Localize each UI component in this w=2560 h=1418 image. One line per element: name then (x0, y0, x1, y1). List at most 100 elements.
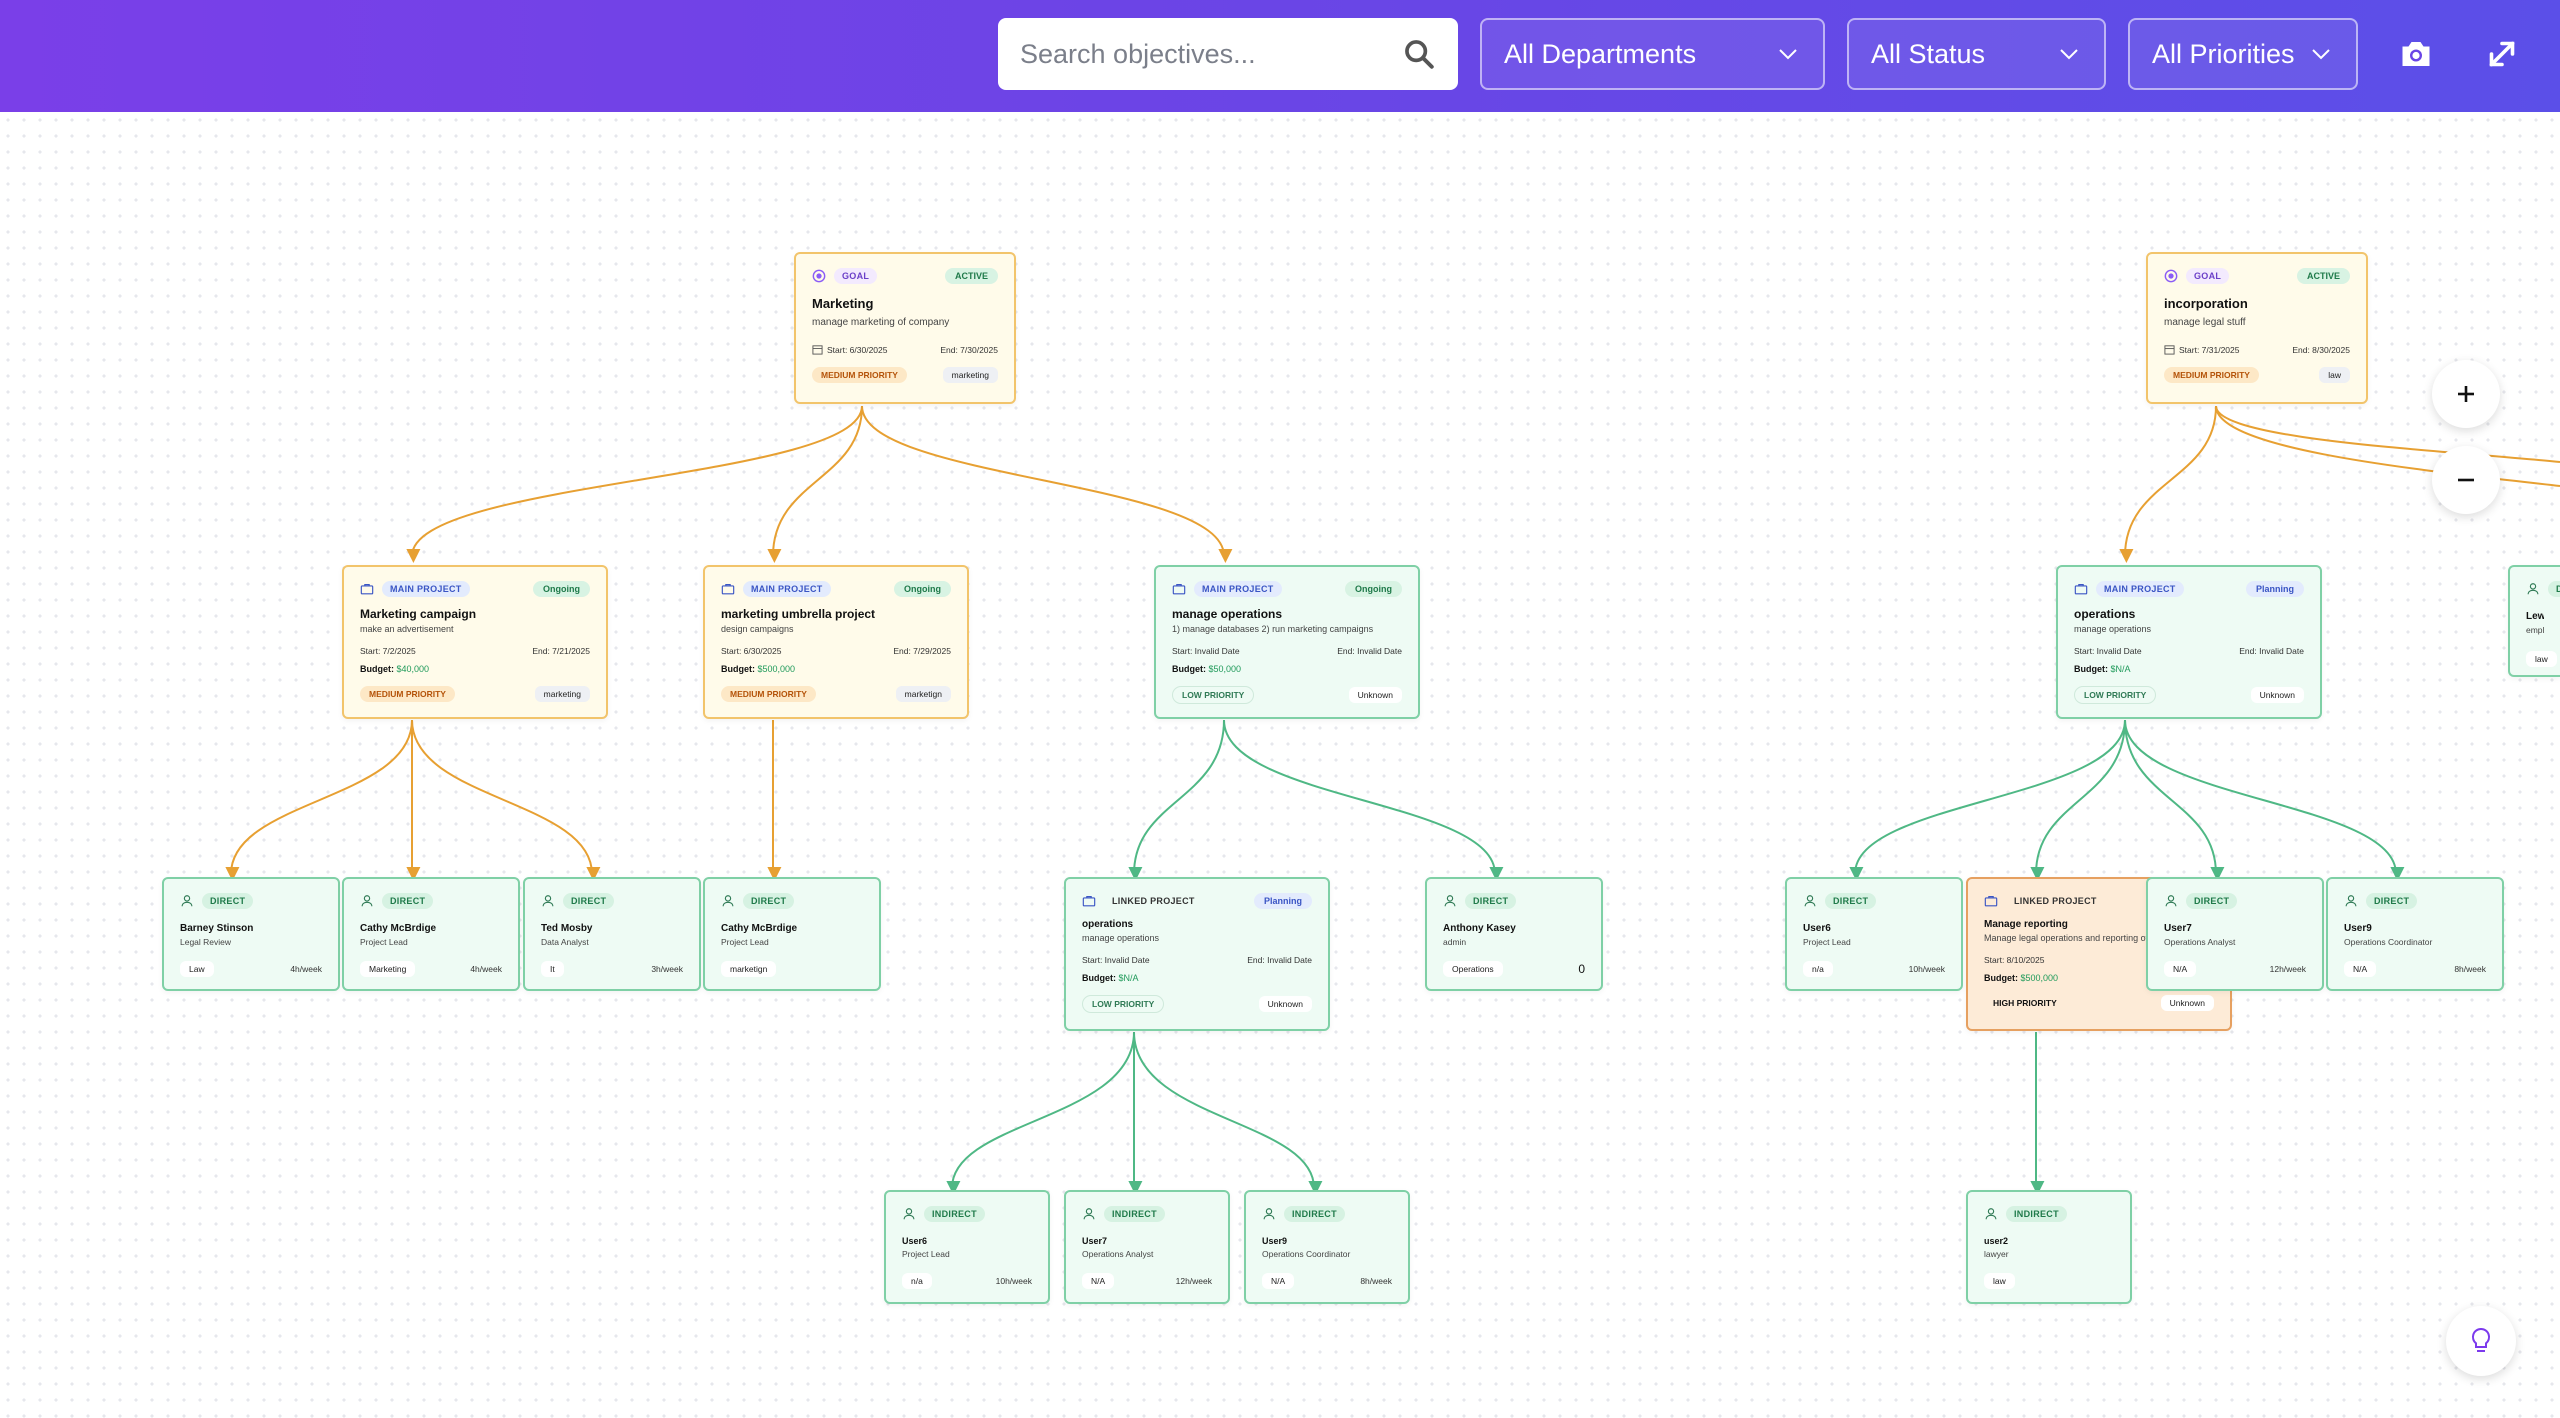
budget-label: Budget: (1172, 664, 1206, 674)
project-card[interactable]: MAIN PROJECT Ongoing marketing umbrella … (703, 565, 969, 719)
status-badge: Ongoing (1345, 581, 1402, 597)
status-filter-value: All Status (1871, 38, 1986, 69)
department-filter-value: All Departments (1504, 38, 1697, 69)
start-date: Start: 7/2/2025 (360, 646, 416, 656)
briefcase-icon (1082, 896, 1096, 907)
expand-icon[interactable] (2484, 36, 2520, 72)
project-title: marketing umbrella project (721, 607, 876, 621)
budget-label: Budget: (2074, 664, 2108, 674)
department-filter[interactable]: All Departments (1480, 18, 1825, 90)
hours-value: 4h/week (290, 964, 322, 974)
start-date: Start: 7/31/2025 (2164, 344, 2240, 355)
department-chip: marketign (895, 686, 951, 702)
goal-card[interactable]: GOAL ACTIVE Marketing manage marketing o… (794, 252, 1016, 404)
person-name: Barney Stinson (180, 923, 254, 934)
project-card[interactable]: MAIN PROJECT Ongoing manage operations 1… (1154, 565, 1420, 719)
project-description: make an advertisement (360, 624, 454, 634)
zoom-in-button[interactable] (2432, 360, 2500, 428)
department-chip: N/A (2164, 961, 2197, 977)
budget: Budget: $N/A (2074, 664, 2304, 674)
person-role: Operations Analyst (2164, 937, 2236, 947)
budget-value: $N/A (2110, 664, 2131, 674)
type-badge: GOAL (834, 268, 878, 284)
type-badge: DI (2548, 581, 2560, 597)
type-badge: MAIN PROJECT (2096, 581, 2184, 597)
hours-value: 12h/week (1175, 1276, 1212, 1286)
department-chip: n/a (1803, 961, 1833, 977)
user-icon (903, 1208, 915, 1220)
type-badge: MAIN PROJECT (1194, 581, 1282, 597)
person-role: Project Lead (902, 1249, 950, 1259)
person-role: Operations Coordinator (2344, 937, 2433, 947)
search-icon[interactable] (1402, 37, 1436, 71)
hours-value: 10h/week (1908, 964, 1945, 974)
briefcase-icon (721, 584, 735, 595)
budget: Budget: $N/A (1082, 973, 1312, 983)
budget: Budget: $500,000 (1984, 973, 2214, 983)
priority-filter[interactable]: All Priorities (2128, 18, 2358, 90)
department-chip: marketing (534, 686, 590, 702)
type-badge: DIRECT (1825, 893, 1877, 909)
user-icon (2345, 895, 2357, 907)
type-badge: LINKED PROJECT (2014, 896, 2097, 906)
department-chip: law (1984, 1273, 2015, 1289)
department-chip: It (541, 961, 564, 977)
type-badge: DIRECT (2366, 893, 2418, 909)
user-icon (1083, 1208, 1095, 1220)
project-card[interactable]: MAIN PROJECT Ongoing Marketing campaign … (342, 565, 608, 719)
start-date-text: Start: 7/31/2025 (2179, 345, 2240, 355)
person-name: user2 (1984, 1236, 2009, 1246)
goal-card[interactable]: GOAL ACTIVE incorporation manage legal s… (2146, 252, 2368, 404)
person-card-partial[interactable]: DI Lewis D employe law (2508, 565, 2560, 677)
linked-project-card[interactable]: LINKED PROJECT Planning operations manag… (1064, 877, 1330, 1031)
type-badge: DIRECT (2186, 893, 2238, 909)
budget-label: Budget: (1984, 973, 2018, 983)
person-name: User9 (1262, 1236, 1288, 1246)
user-icon (722, 895, 734, 907)
project-title: Marketing campaign (360, 607, 477, 621)
person-role: admin (1443, 937, 1467, 947)
budget-label: Budget: (1082, 973, 1116, 983)
search-input[interactable]: Search objectives... (998, 18, 1458, 90)
project-description: manage operations (1082, 933, 1160, 943)
hint-button[interactable] (2446, 1306, 2516, 1376)
camera-icon[interactable] (2398, 36, 2434, 72)
zoom-out-button[interactable] (2432, 446, 2500, 514)
start-date: Start: 8/10/2025 (1984, 955, 2045, 965)
type-badge: INDIRECT (1104, 1206, 1165, 1222)
user-icon (2165, 895, 2177, 907)
briefcase-icon (2074, 584, 2088, 595)
goal-description: manage marketing of company (812, 317, 950, 328)
end-date-text: End: 8/30/2025 (2292, 344, 2350, 355)
project-card[interactable]: MAIN PROJECT Planning operations manage … (2056, 565, 2322, 719)
plus-icon (2458, 386, 2474, 402)
hours-value: 12h/week (2269, 964, 2306, 974)
hours-value: 0 (1578, 962, 1585, 976)
department-chip: Unknown (2160, 995, 2214, 1011)
budget-label: Budget: (360, 664, 394, 674)
priority-filter-value: All Priorities (2152, 38, 2295, 69)
end-date: End: Invalid Date (1247, 955, 1312, 965)
start-date: Start: 6/30/2025 (721, 646, 782, 656)
person-name: Cathy McBrdige (360, 923, 437, 934)
user-icon (1263, 1208, 1275, 1220)
priority-badge: MEDIUM PRIORITY (812, 367, 907, 383)
department-chip: Unknown (2250, 687, 2304, 703)
minus-icon (2458, 478, 2474, 482)
status-filter[interactable]: All Status (1847, 18, 2106, 90)
status-badge: Planning (2246, 581, 2304, 597)
target-icon (2164, 269, 2178, 283)
hours-value: 3h/week (651, 964, 683, 974)
